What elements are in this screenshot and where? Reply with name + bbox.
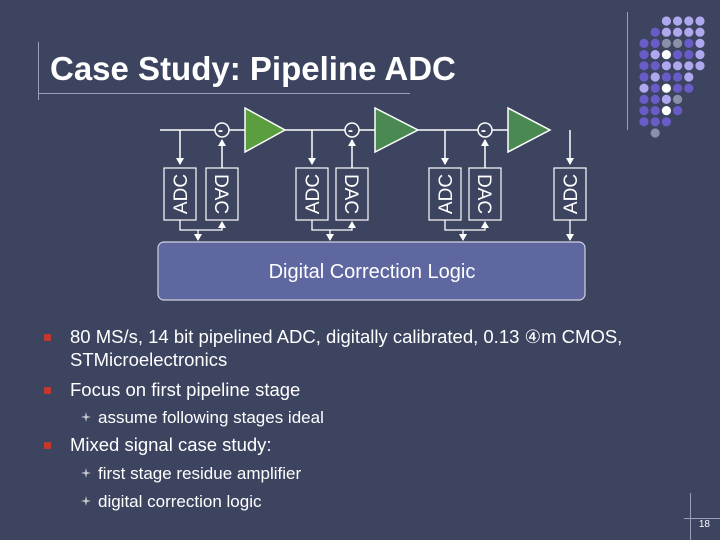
decor-dot xyxy=(650,27,660,37)
bullet-marker-2 xyxy=(44,387,51,394)
sub-bullet-icon-2 xyxy=(81,468,91,478)
bullet-1-line2: STMicroelectronics xyxy=(70,349,228,370)
title-underline xyxy=(38,93,410,94)
decor-dot xyxy=(639,72,649,82)
decor-dot xyxy=(673,38,683,49)
decor-dot xyxy=(639,50,649,60)
decor-dot xyxy=(650,128,660,138)
adc-block-1 xyxy=(163,167,197,221)
decor-dot xyxy=(695,27,705,37)
adc-label-1: ADC xyxy=(171,174,192,214)
decor-dot xyxy=(661,83,672,93)
bullet-2: Focus on first pipeline stage xyxy=(70,379,301,400)
dac-label-1: DAC xyxy=(210,174,231,214)
minus-sign-1: - xyxy=(218,122,223,139)
decor-dot xyxy=(684,61,694,71)
decor-dot xyxy=(673,72,683,82)
decor-dot xyxy=(695,16,705,26)
minus-sign-2: - xyxy=(348,122,353,139)
decor-dot xyxy=(673,50,683,60)
adc-block-3 xyxy=(428,167,462,221)
decor-dot xyxy=(650,72,660,82)
decor-dot xyxy=(639,117,649,127)
decor-dot xyxy=(684,38,694,49)
title-left-rule xyxy=(38,42,39,100)
decor-dot xyxy=(650,83,660,93)
sub-bullet-icon-3 xyxy=(81,496,91,506)
decor-dot xyxy=(639,61,649,71)
decor-dot xyxy=(661,38,672,49)
adc-block-4 xyxy=(553,167,587,221)
digital-correction-label: Digital Correction Logic xyxy=(269,261,476,283)
decor-dot xyxy=(695,38,705,49)
sub-bullet-2-1: assume following stages ideal xyxy=(98,408,324,427)
bullet-marker-3 xyxy=(44,442,51,449)
sub-bullet-3-2: digital correction logic xyxy=(98,492,262,511)
decor-dot xyxy=(673,94,683,104)
adc3-to-dac3 xyxy=(444,220,489,231)
decor-dot xyxy=(650,61,660,71)
minus-sign-3: - xyxy=(481,122,486,139)
residue-amplifier-2 xyxy=(374,106,420,154)
adc-label-3: ADC xyxy=(436,174,457,214)
decor-dot xyxy=(661,16,672,26)
residue-amplifier-1 xyxy=(244,106,287,154)
decor-dot xyxy=(661,50,672,60)
sub-bullet-icon-1 xyxy=(81,412,91,422)
decor-dot xyxy=(639,106,649,116)
bottom-right-rule xyxy=(690,493,691,540)
decor-dot xyxy=(650,94,660,104)
decor-dot xyxy=(673,27,683,37)
decor-dot xyxy=(661,61,672,71)
decor-dot xyxy=(639,38,649,49)
bullet-1-line1: 80 MS/s, 14 bit pipelined ADC, digitally… xyxy=(70,326,623,347)
decor-dot xyxy=(673,16,683,26)
decor-dot xyxy=(650,117,660,127)
decor-dot xyxy=(661,27,672,37)
adc-label-4: ADC xyxy=(561,174,582,214)
digital-correction-logic-block xyxy=(157,241,586,301)
decor-dot xyxy=(673,83,683,93)
adc-label-2: ADC xyxy=(303,174,324,214)
decor-dot xyxy=(684,16,694,26)
decor-dot xyxy=(639,83,649,93)
bullet-3: Mixed signal case study: xyxy=(70,434,272,455)
right-vertical-rule xyxy=(627,12,628,130)
decor-dot xyxy=(661,72,672,82)
decor-dot xyxy=(650,106,660,116)
sub-bullet-3-1: first stage residue amplifier xyxy=(98,464,302,483)
page-title: Case Study: Pipeline ADC xyxy=(50,50,456,87)
bottom-right-underline xyxy=(684,518,720,519)
decor-dot xyxy=(650,50,660,60)
decor-dot xyxy=(684,72,694,82)
bullet-marker-1 xyxy=(44,334,51,341)
decor-dot xyxy=(684,27,694,37)
adc-block-2 xyxy=(295,167,329,221)
decor-dot xyxy=(650,38,660,49)
decor-dot xyxy=(684,83,694,93)
dac-label-3: DAC xyxy=(473,174,494,214)
decor-dot xyxy=(673,106,683,116)
decor-dot xyxy=(684,50,694,60)
decor-dot xyxy=(661,94,672,104)
dac-block-1 xyxy=(205,167,239,221)
decor-dot xyxy=(639,94,649,104)
residue-amplifier-3 xyxy=(507,106,552,154)
decor-dot xyxy=(673,61,683,71)
decor-dot xyxy=(695,50,705,60)
dac-block-3 xyxy=(468,167,502,221)
adc1-to-dac1 xyxy=(179,220,226,231)
adc2-to-dac2 xyxy=(311,220,356,231)
decor-dot xyxy=(695,61,705,71)
dac-label-2: DAC xyxy=(340,174,361,214)
decor-dot xyxy=(661,117,672,127)
decor-dot xyxy=(661,106,672,116)
slide-number: 18 xyxy=(698,519,710,530)
dac-block-2 xyxy=(335,167,369,221)
